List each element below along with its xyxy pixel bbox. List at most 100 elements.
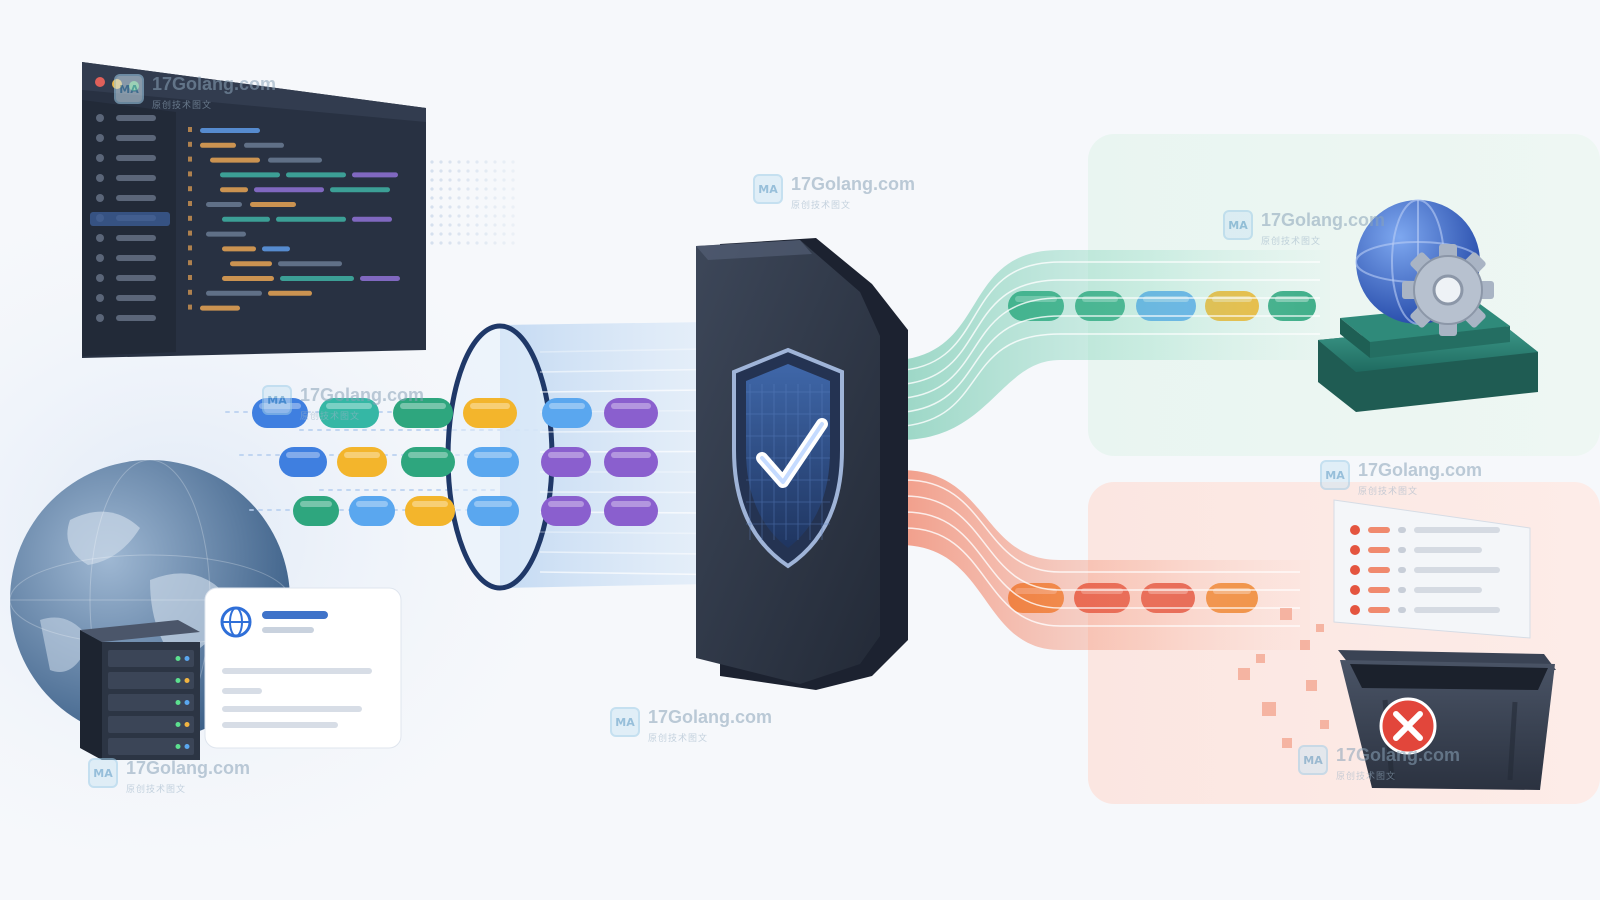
flow-streak [904, 261, 1320, 371]
server-unit [108, 716, 194, 733]
log-dot [1398, 607, 1406, 613]
grid-dot [448, 187, 452, 191]
pill-highlight [474, 452, 512, 458]
grid-dot [439, 196, 443, 200]
flow-streak [904, 495, 1300, 591]
code-line [330, 187, 390, 193]
selected-file [90, 212, 170, 226]
code-line [250, 202, 296, 207]
pixel-fragment [1316, 624, 1324, 632]
file-tree-dot [96, 194, 104, 202]
pixel-fragment [1280, 608, 1292, 620]
pill-highlight [611, 403, 651, 409]
flow-streak [904, 279, 1320, 385]
grid-dot [439, 223, 443, 227]
data-packet [401, 447, 455, 477]
pipe-streak [539, 348, 706, 353]
log-tag [1368, 567, 1390, 573]
rejected-flow [900, 470, 1310, 650]
file-tree-dot [96, 314, 104, 322]
grid-dot [511, 187, 515, 191]
grid-dot [466, 196, 470, 200]
grid-dot [439, 187, 443, 191]
data-packet [467, 496, 519, 526]
grid-dot [457, 169, 461, 173]
log-bullet [1350, 525, 1360, 535]
grid-dot [448, 232, 452, 236]
grid-dot [475, 187, 479, 191]
code-line [220, 187, 248, 193]
grid-dot [493, 205, 497, 209]
grid-dot [511, 241, 515, 245]
grid-dot [448, 205, 452, 209]
minimize-dot [112, 79, 122, 89]
grid-dot [493, 214, 497, 218]
grid-dot [448, 214, 452, 218]
file-tree-item [116, 275, 156, 281]
grid-dot [466, 205, 470, 209]
pipe-streak [539, 389, 706, 393]
pill-highlight [259, 403, 301, 409]
data-packet [604, 496, 658, 526]
grid-dot [511, 160, 515, 164]
pill-highlight [611, 452, 651, 458]
code-line [352, 172, 398, 178]
code-line [230, 261, 272, 267]
code-line [268, 290, 312, 296]
grid-dot [511, 205, 515, 209]
pixel-fragment [1262, 702, 1276, 716]
grid-dot [484, 232, 488, 236]
maximize-dot [129, 81, 139, 91]
file-tree-dot [96, 134, 104, 142]
status-led [184, 678, 190, 683]
code-line [222, 216, 270, 222]
log-tag [1368, 527, 1390, 533]
code-line [206, 202, 242, 207]
log-text [1414, 527, 1500, 533]
file-tree-item [116, 115, 156, 121]
code-lines [188, 127, 400, 311]
code-line [200, 128, 260, 133]
grid-dot [484, 223, 488, 227]
pill-highlight [474, 501, 512, 507]
file-tree-item [116, 155, 156, 161]
grid-dot [430, 196, 434, 200]
pipe-streak [539, 531, 706, 535]
grid-dot [457, 241, 461, 245]
pill-highlight [356, 501, 388, 507]
grid-dot [484, 205, 488, 209]
grid-dot [448, 241, 452, 245]
file-tree-dot [96, 254, 104, 262]
data-packet [463, 398, 517, 428]
data-packet [541, 496, 591, 526]
trash-bin-error-icon [1338, 650, 1556, 790]
line-marker [188, 260, 192, 266]
grid-dot [430, 178, 434, 182]
pill-highlight [400, 403, 446, 409]
grid-dot [439, 241, 443, 245]
file-tree-dot [96, 114, 104, 122]
grid-dot [484, 241, 488, 245]
file-tree-item [116, 135, 156, 141]
grid-dot [475, 205, 479, 209]
dot-grid-decoration [430, 160, 515, 245]
server-unit [108, 738, 194, 755]
pixel-fragment [1282, 738, 1292, 748]
log-bullet [1350, 585, 1360, 595]
pixel-fragment [1238, 668, 1250, 680]
code-line [352, 216, 392, 222]
grid-dot [484, 196, 488, 200]
file-tree-dot [96, 294, 104, 302]
grid-dot [439, 214, 443, 218]
code-line [276, 216, 346, 222]
globe-gear-icon [1318, 199, 1538, 412]
log-dot [1398, 567, 1406, 573]
grid-dot [475, 178, 479, 182]
pixel-fragment [1306, 680, 1317, 691]
grid-dot [484, 169, 488, 173]
flow-streak [904, 527, 1300, 627]
status-led [184, 700, 190, 705]
status-led [175, 678, 181, 683]
shield-check-icon [696, 238, 908, 690]
